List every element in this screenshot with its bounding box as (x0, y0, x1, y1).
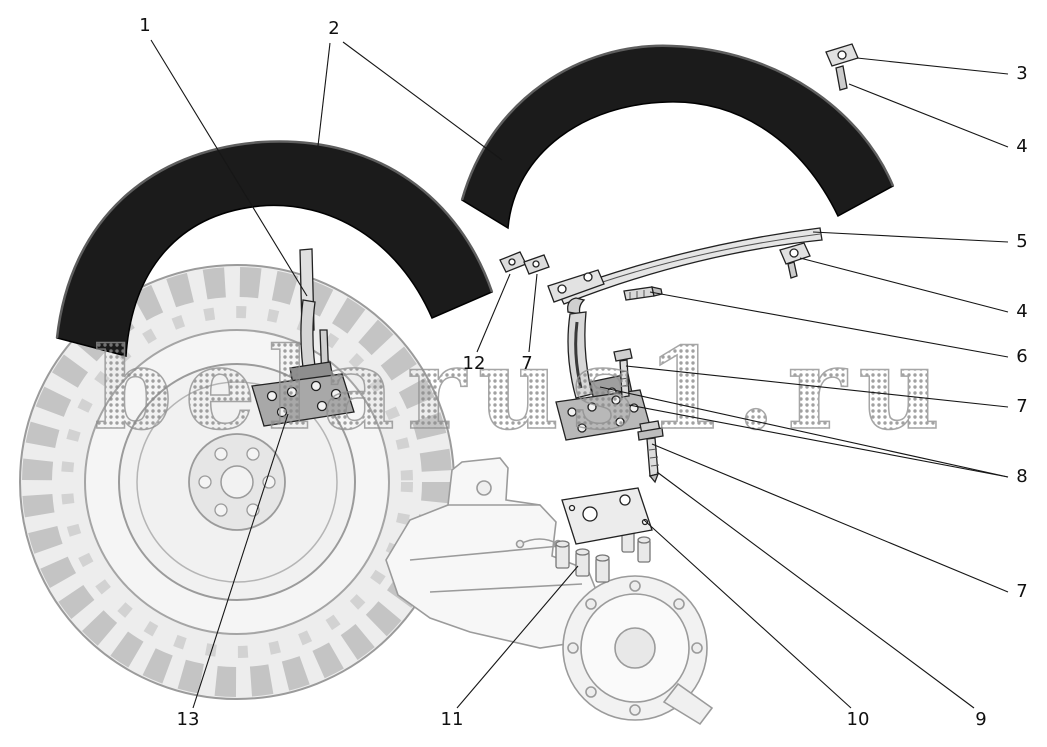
leader-line-1 (150, 39, 308, 297)
callout-number-7: 7 (1016, 581, 1027, 602)
callout-number-9: 9 (975, 709, 986, 730)
leader-line-2 (342, 41, 503, 161)
pin-part-4-upper (835, 65, 848, 91)
callout-number-13: 13 (177, 709, 200, 730)
leader-line-12 (476, 273, 511, 353)
callout-number-6: 6 (1016, 346, 1027, 367)
leader-line-4 (848, 83, 1009, 148)
leader-line-6 (649, 291, 1009, 358)
callout-number-12: 12 (463, 353, 486, 374)
leader-line-2 (317, 42, 331, 147)
steering-knuckle (662, 682, 714, 726)
support-strap-part-5 (557, 227, 823, 305)
leader-line-8 (628, 404, 1009, 478)
watermark: belarus1.ru (94, 324, 952, 455)
leader-line-4 (799, 257, 1009, 313)
bolt-part-9 (637, 420, 664, 484)
clamp-part-3 (825, 43, 859, 67)
wheel-and-tire (19, 264, 455, 700)
screw-part-7-upper (523, 254, 550, 275)
callout-number-3: 3 (1016, 63, 1027, 84)
clamp-part-4-lower (779, 242, 811, 279)
leader-line-13 (192, 413, 289, 709)
leader-line-7 (528, 273, 538, 353)
leader-line-8 (599, 386, 1009, 478)
leader-line-3 (856, 57, 1009, 75)
callout-number-7: 7 (521, 353, 532, 374)
mounting-plate-part-10 (561, 487, 653, 545)
callout-number-11: 11 (441, 709, 464, 730)
callout-number-7: 7 (1016, 396, 1027, 417)
fender-bracket-middle-part-8 (555, 297, 651, 441)
leader-lines (150, 39, 1009, 709)
leader-line-10 (643, 519, 852, 709)
leader-line-7 (651, 443, 1009, 593)
tire-tread-lugs (22, 267, 452, 697)
callout-number-2: 2 (328, 18, 339, 39)
strap-end-bracket (547, 269, 605, 303)
leader-line-7 (625, 365, 1009, 408)
leader-line-9 (656, 471, 975, 709)
bushings-part-11 (555, 526, 651, 583)
callout-number-8: 8 (1016, 466, 1027, 487)
right-fender (460, 44, 895, 230)
left-fender (55, 140, 494, 357)
clamp-part-12 (499, 251, 527, 273)
callout-number-4: 4 (1016, 301, 1027, 322)
leader-line-5 (812, 231, 1009, 243)
callout-number-4: 4 (1016, 136, 1027, 157)
callout-number-10: 10 (847, 709, 870, 730)
callout-number-1: 1 (139, 15, 150, 36)
bolt-part-7-middle (613, 348, 633, 398)
axle-assembly (385, 457, 714, 726)
fender-bracket-left-parts-1-13 (251, 248, 355, 427)
callout-number-5: 5 (1016, 231, 1027, 252)
leader-line-11 (456, 565, 579, 709)
